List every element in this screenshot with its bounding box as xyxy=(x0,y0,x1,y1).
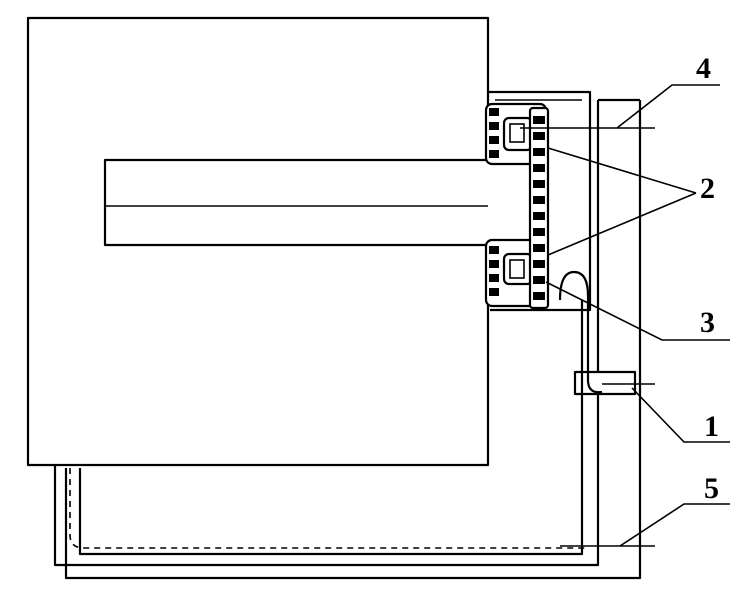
leader-2a xyxy=(547,147,697,194)
leader-2b xyxy=(547,192,697,256)
bead-chain xyxy=(528,106,550,310)
carrier-strip xyxy=(69,300,586,556)
inner-guide-plate xyxy=(487,90,592,312)
mount-bracket xyxy=(573,370,637,396)
main-block xyxy=(26,16,490,467)
dashed-inner-line xyxy=(69,468,586,549)
label-1: 1 xyxy=(704,410,719,443)
label-5: 5 xyxy=(704,472,719,505)
label-3: 3 xyxy=(700,306,715,339)
leader-lines xyxy=(520,84,730,547)
curl-strip xyxy=(558,270,603,394)
leader-5 xyxy=(619,503,730,547)
label-4: 4 xyxy=(696,52,711,85)
label-2: 2 xyxy=(700,172,715,205)
leader-1 xyxy=(631,387,730,443)
leader-4 xyxy=(616,84,720,129)
leader-3 xyxy=(545,281,730,341)
